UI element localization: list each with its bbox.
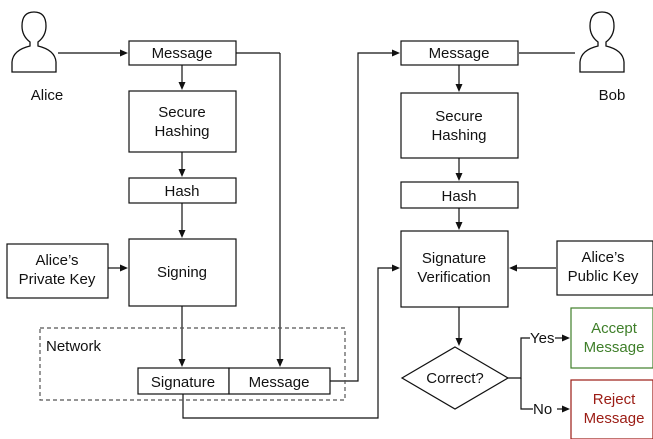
decision-text: Correct? xyxy=(426,370,484,387)
verify-hashing-box: Secure Hashing xyxy=(400,92,519,159)
connectors-network xyxy=(182,49,400,419)
verify-message-text: Message xyxy=(429,45,490,62)
accept-line2: Message xyxy=(584,339,645,356)
alice-label: Alice xyxy=(31,87,64,104)
signing-box: Signing xyxy=(128,238,237,307)
network-region: Network xyxy=(39,327,346,401)
network-message-text: Message xyxy=(249,374,310,391)
private-key-line1: Alice’s xyxy=(35,252,78,269)
connectors-sign xyxy=(58,49,284,367)
reject-line1: Reject xyxy=(593,391,636,408)
sign-hash-text: Hash xyxy=(164,183,199,200)
reject-line2: Message xyxy=(584,410,645,427)
public-key-line1: Alice’s xyxy=(581,249,624,266)
bob-person-icon xyxy=(579,11,625,73)
verify-hashing-line2: Hashing xyxy=(431,127,486,144)
yes-label: Yes xyxy=(530,330,554,347)
public-key-box: Alice’s Public Key xyxy=(556,240,653,296)
accept-box: Accept Message xyxy=(570,307,653,369)
verify-hash-text: Hash xyxy=(441,188,476,205)
public-key-line2: Public Key xyxy=(568,268,639,285)
verify-hashing-line1: Secure xyxy=(435,108,483,125)
signing-text: Signing xyxy=(157,264,207,281)
no-label: No xyxy=(533,401,552,418)
alice-person-icon xyxy=(11,11,57,73)
sign-hashing-box: Secure Hashing xyxy=(128,90,237,153)
sign-hashing-line2: Hashing xyxy=(154,123,209,140)
bob-label: Bob xyxy=(599,87,626,104)
network-signature-text: Signature xyxy=(151,374,215,391)
network-message-box: Message xyxy=(228,367,331,395)
verification-line1: Signature xyxy=(422,250,486,267)
verification-box: Signature Verification xyxy=(400,230,509,308)
private-key-box: Alice’s Private Key xyxy=(6,243,109,299)
verify-hash-box: Hash xyxy=(400,181,519,209)
connectors-verify xyxy=(455,52,575,413)
sign-hash-box: Hash xyxy=(128,177,237,204)
reject-box: Reject Message xyxy=(570,379,653,439)
sign-hashing-line1: Secure xyxy=(158,104,206,121)
verification-line2: Verification xyxy=(417,269,490,286)
network-signature-box: Signature xyxy=(137,367,230,395)
network-label: Network xyxy=(46,338,102,355)
decision-diamond: Correct? xyxy=(400,346,510,410)
private-key-line2: Private Key xyxy=(19,271,96,288)
verify-message-box: Message xyxy=(400,40,519,66)
sign-message-text: Message xyxy=(152,45,213,62)
sign-message-box: Message xyxy=(128,40,237,66)
accept-line1: Accept xyxy=(591,320,638,337)
